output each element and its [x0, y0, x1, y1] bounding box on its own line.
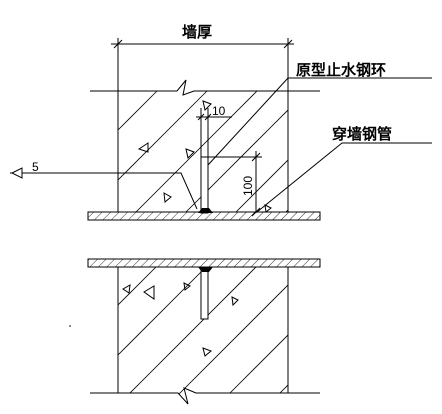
lower-weld-mark — [198, 267, 213, 272]
stray-dot — [69, 325, 71, 327]
ring-thickness-value: 10 — [212, 104, 226, 118]
section-mark-number: 5 — [32, 160, 39, 174]
wall-thickness-label: 墙厚 — [182, 23, 212, 41]
ring-height-value: 100 — [241, 176, 255, 196]
wall-pipe-label: 穿墙钢管 — [332, 125, 392, 143]
ring-height-dimension: 100 — [208, 151, 262, 217]
water-stop-ring-callout: 原型止水钢环 — [207, 61, 432, 166]
section-mark: 5 — [10, 160, 198, 210]
lower-pipe-wall — [87, 258, 321, 268]
upper-wall-section — [90, 79, 320, 214]
upper-pipe-wall — [87, 211, 321, 221]
water-stop-ring-label: 原型止水钢环 — [296, 61, 386, 79]
wall-thickness-dimension: 墙厚 — [111, 23, 294, 91]
wall-pipe-callout: 穿墙钢管 — [256, 125, 432, 213]
lower-aggregate-marks — [122, 282, 239, 357]
upper-aggregate-marks — [137, 100, 272, 213]
lower-wall-section — [90, 266, 320, 405]
lower-concrete-hatch — [118, 267, 288, 404]
upper-water-stop-ring — [200, 156, 209, 214]
upper-concrete-hatch — [118, 90, 288, 212]
lower-water-stop-ring — [200, 266, 209, 320]
ring-thickness-dimension: 10 — [196, 104, 232, 157]
